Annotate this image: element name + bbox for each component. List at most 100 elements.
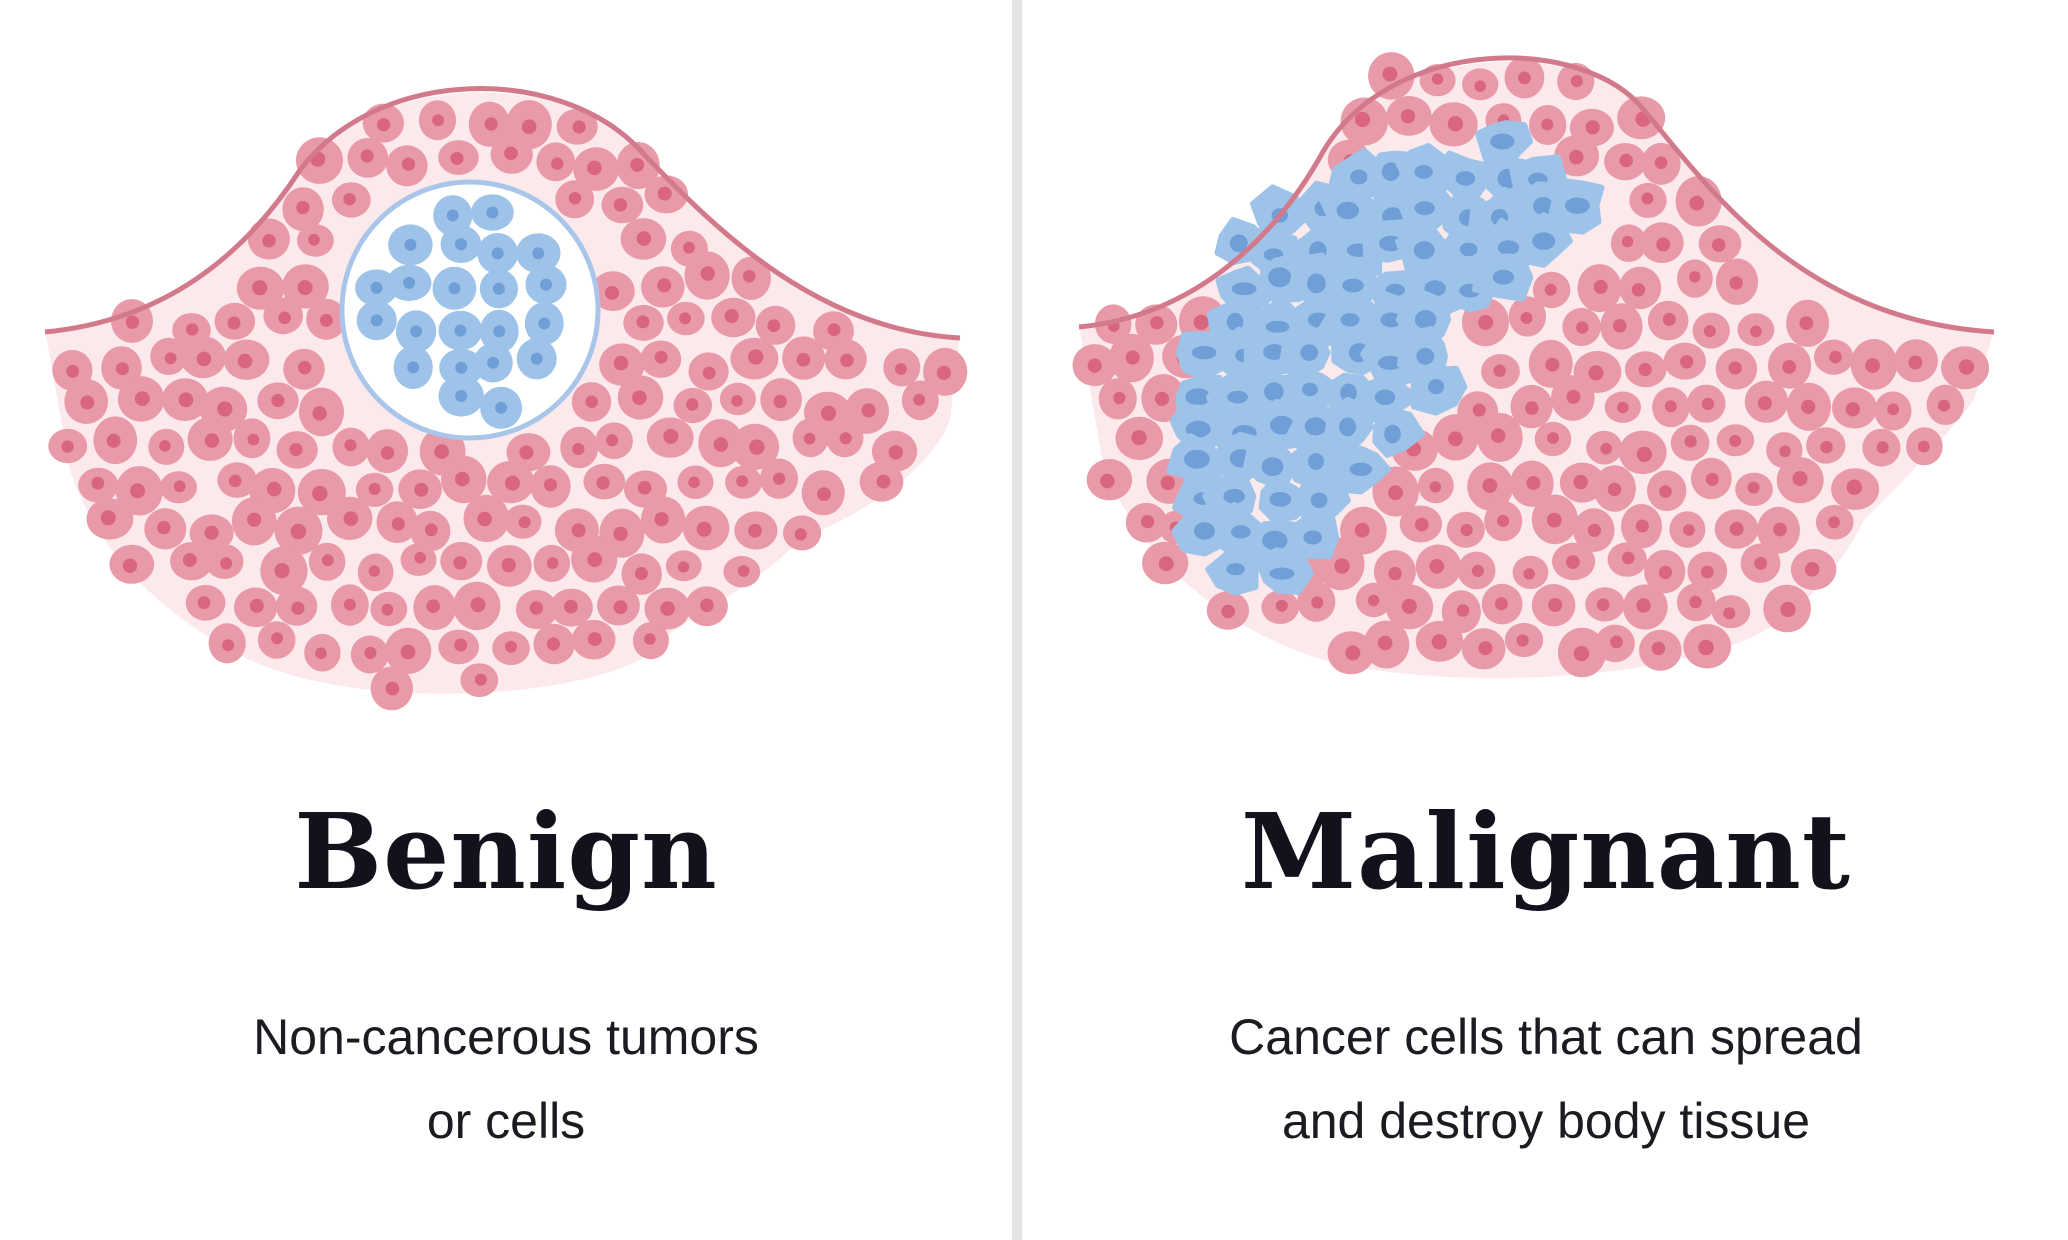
benign-healthy-cell — [723, 556, 761, 588]
malignant-healthy-cell — [1740, 543, 1781, 583]
benign-healthy-cell — [515, 589, 558, 630]
benign-healthy-cell — [440, 541, 483, 581]
malignant-healthy-cell — [1757, 506, 1800, 554]
malignant-tumor-cell — [1410, 364, 1468, 416]
malignant-healthy-cell — [1142, 541, 1189, 585]
benign-healthy-cell — [801, 470, 845, 516]
malignant-healthy-cell — [1586, 430, 1623, 465]
benign-tumor-cell — [395, 310, 437, 353]
benign-title: Benign — [294, 790, 718, 913]
malignant-healthy-cell — [1141, 374, 1186, 423]
malignant-healthy-cell — [1372, 466, 1419, 517]
benign-healthy-cell — [64, 379, 109, 424]
benign-healthy-cell — [533, 623, 575, 665]
malignant-healthy-cell — [1906, 427, 1943, 466]
malignant-healthy-cell — [1297, 581, 1336, 622]
malignant-healthy-cell — [1373, 550, 1416, 594]
malignant-description-line-2: and destroy body tissue — [1281, 1093, 1811, 1149]
malignant-healthy-cell — [1441, 590, 1481, 634]
benign-tumor-cell — [432, 266, 477, 310]
malignant-healthy-cell — [1862, 428, 1901, 467]
benign-healthy-cell — [719, 382, 756, 416]
malignant-healthy-cell — [1640, 222, 1684, 264]
malignant-title: Malignant — [1241, 790, 1851, 913]
benign-healthy-cell — [223, 339, 270, 380]
benign-healthy-cell — [556, 108, 598, 145]
malignant-tissue-outline — [1078, 55, 1995, 335]
malignant-healthy-cell — [1644, 549, 1686, 594]
malignant-healthy-cell — [1850, 339, 1898, 390]
benign-tumor-cell — [473, 343, 513, 383]
malignant-healthy-cell — [1776, 457, 1824, 504]
benign-healthy-cell — [685, 586, 728, 627]
malignant-tumor-cell — [1215, 265, 1279, 309]
malignant-healthy-cell — [1386, 96, 1432, 136]
benign-healthy-cell — [731, 256, 771, 300]
benign-healthy-cell — [468, 101, 511, 147]
benign-healthy-cell — [214, 302, 256, 340]
malignant-healthy-cell — [1716, 424, 1755, 457]
benign-healthy-cell — [257, 621, 296, 659]
benign-healthy-cell — [560, 426, 599, 469]
benign-healthy-cell — [463, 494, 510, 543]
benign-tumor-cell — [516, 338, 557, 380]
malignant-healthy-cell — [1551, 375, 1595, 421]
benign-healthy-cell — [370, 591, 408, 627]
benign-healthy-cell — [150, 337, 188, 375]
malignant-healthy-cells — [1072, 52, 1990, 678]
benign-description-line-2: or cells — [426, 1093, 586, 1149]
benign-healthy-cell — [282, 264, 329, 309]
malignant-healthy-cell — [1677, 259, 1713, 298]
benign-healthy-cell — [617, 375, 664, 420]
benign-description-line-1: Non-cancerous tumors — [253, 1009, 759, 1065]
malignant-healthy-cell — [1786, 382, 1831, 431]
malignant-tumor-cell — [1548, 177, 1605, 235]
benign-healthy-cell — [760, 378, 802, 422]
malignant-healthy-cell — [1670, 424, 1710, 461]
benign-healthy-cell — [350, 635, 389, 674]
malignant-healthy-cell — [1508, 296, 1546, 337]
malignant-healthy-cell — [1604, 391, 1641, 423]
malignant-healthy-cell — [1711, 595, 1751, 629]
malignant-tumor-cell — [1287, 512, 1340, 560]
malignant-healthy-cell — [1418, 467, 1454, 504]
benign-healthy-cell — [144, 508, 187, 550]
benign-healthy-cell — [555, 180, 595, 219]
benign-panel: Benign Non-cancerous tumors or cells — [0, 0, 1012, 1240]
malignant-healthy-cell — [1368, 52, 1415, 100]
benign-healthy-cell — [923, 347, 968, 396]
benign-healthy-cell — [441, 455, 487, 504]
benign-healthy-cell — [583, 463, 626, 500]
benign-healthy-cell — [86, 498, 134, 540]
benign-healthy-cell — [698, 419, 744, 468]
malignant-healthy-cell — [1715, 348, 1758, 390]
benign-healthy-cell — [355, 472, 394, 507]
malignant-healthy-cell — [1690, 457, 1732, 500]
benign-healthy-cell — [117, 376, 165, 422]
benign-healthy-cell — [824, 339, 867, 380]
malignant-healthy-cell — [1558, 627, 1607, 678]
benign-healthy-cell — [236, 266, 285, 310]
benign-healthy-cell — [782, 336, 826, 380]
malignant-healthy-cell — [1206, 591, 1250, 630]
malignant-healthy-cell — [1647, 470, 1687, 512]
benign-healthy-cell — [109, 544, 155, 584]
malignant-healthy-cell — [1115, 416, 1164, 460]
benign-healthy-cell — [725, 465, 763, 499]
benign-healthy-cell — [438, 629, 480, 665]
benign-healthy-cell — [327, 496, 373, 540]
benign-healthy-cell — [283, 348, 325, 390]
benign-healthy-cell — [571, 382, 612, 422]
benign-healthy-cell — [734, 511, 778, 550]
malignant-tumor-cell — [1372, 405, 1426, 458]
benign-tumor-cells — [355, 194, 567, 429]
benign-healthy-cell — [883, 348, 921, 387]
malignant-healthy-cell — [1340, 97, 1389, 146]
benign-healthy-cell — [217, 462, 257, 498]
malignant-tumor-cell — [1335, 445, 1392, 495]
benign-healthy-cell — [623, 304, 664, 341]
benign-healthy-cell — [148, 428, 185, 465]
malignant-healthy-cell — [1832, 387, 1877, 429]
malignant-healthy-cell — [1432, 414, 1479, 461]
malignant-panel: Malignant Cancer cells that can spread a… — [1024, 0, 2068, 1240]
